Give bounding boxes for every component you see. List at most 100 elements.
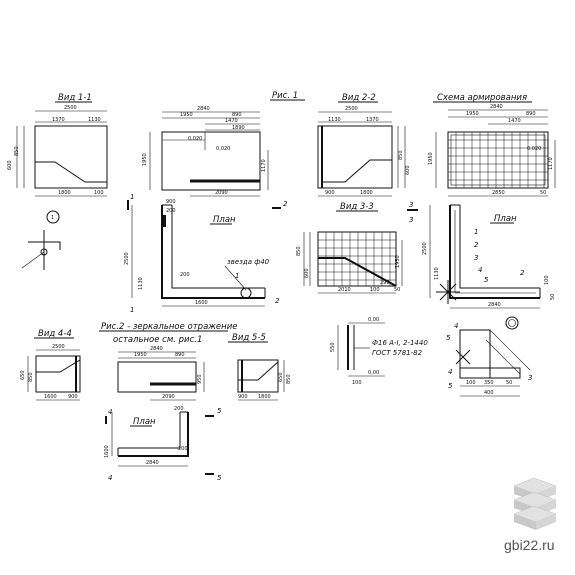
svg-text:1: 1 bbox=[130, 193, 134, 201]
svg-text:4: 4 bbox=[454, 322, 458, 330]
svg-text:1: 1 bbox=[474, 228, 478, 236]
svg-text:5: 5 bbox=[484, 276, 489, 284]
svg-text:1950: 1950 bbox=[180, 112, 193, 118]
title-vid22: Вид 2-2 bbox=[342, 93, 376, 103]
reinforcement-scheme: Схема армирования 2840 1950 890 1470 0,0… bbox=[428, 93, 556, 197]
svg-text:3: 3 bbox=[409, 201, 413, 209]
svg-text:100: 100 bbox=[544, 275, 550, 285]
view-3-3: Вид 3-3 850 600 2010 100 290 50 1950 bbox=[296, 202, 403, 294]
svg-text:1950: 1950 bbox=[395, 255, 401, 268]
svg-text:1170: 1170 bbox=[548, 157, 554, 170]
svg-text:1950: 1950 bbox=[466, 111, 479, 117]
svg-text:4: 4 bbox=[108, 474, 112, 482]
title-vid55: Вид 5-5 bbox=[232, 333, 266, 343]
title-plan2: План bbox=[494, 214, 517, 224]
svg-text:100: 100 bbox=[94, 190, 104, 196]
svg-text:50: 50 bbox=[540, 190, 546, 196]
svg-text:3: 3 bbox=[409, 216, 413, 224]
ris2-elevation: 2840 1950 890 950 2090 bbox=[117, 346, 205, 401]
title-ris2: Рис.2 - зеркальное отражение bbox=[101, 322, 237, 332]
svg-text:5: 5 bbox=[217, 407, 222, 415]
svg-text:850: 850 bbox=[14, 146, 20, 156]
svg-text:890: 890 bbox=[526, 111, 536, 117]
svg-text:2500: 2500 bbox=[124, 252, 130, 265]
svg-text:ГОСТ 5781-82: ГОСТ 5781-82 bbox=[372, 349, 423, 357]
svg-text:2090: 2090 bbox=[215, 190, 228, 196]
title-plan3: План bbox=[133, 417, 156, 427]
svg-text:звезда ф40: звезда ф40 bbox=[227, 258, 270, 266]
svg-text:650: 650 bbox=[278, 372, 284, 382]
svg-text:2090: 2090 bbox=[162, 394, 175, 400]
svg-text:600: 600 bbox=[7, 160, 13, 170]
svg-text:4: 4 bbox=[478, 266, 482, 274]
svg-text:2840: 2840 bbox=[490, 104, 503, 110]
svg-text:2010: 2010 bbox=[338, 287, 351, 293]
svg-text:1470: 1470 bbox=[225, 118, 238, 124]
svg-text:100: 100 bbox=[370, 287, 380, 293]
svg-text:50: 50 bbox=[550, 294, 556, 300]
svg-text:1170: 1170 bbox=[261, 159, 267, 172]
plan-1: План 1 2 звезда ф40 2500 1130 900 200 20… bbox=[124, 193, 288, 314]
svg-text:350: 350 bbox=[484, 380, 494, 386]
svg-text:200: 200 bbox=[180, 272, 190, 278]
bar-detail: 0,00 550 Ф16 А-I, 2-1440 ГОСТ 5781-82 0,… bbox=[330, 317, 428, 386]
svg-text:650: 650 bbox=[20, 370, 26, 380]
svg-text:50: 50 bbox=[394, 287, 400, 293]
svg-text:2850: 2850 bbox=[492, 190, 505, 196]
svg-text:1950: 1950 bbox=[142, 153, 148, 166]
svg-text:550: 550 bbox=[330, 342, 336, 352]
watermark-site: gbi22.ru bbox=[504, 537, 555, 553]
svg-text:5: 5 bbox=[448, 382, 453, 390]
title-ris1: Рис. 1 bbox=[272, 91, 298, 101]
title-vid33: Вид 3-3 bbox=[340, 202, 374, 212]
svg-text:2: 2 bbox=[275, 297, 280, 305]
corner-detail: 4 5 4 5 3 350 400 100 50 bbox=[446, 316, 532, 397]
svg-text:0,020: 0,020 bbox=[216, 146, 230, 152]
stacked-slabs-icon bbox=[513, 477, 557, 530]
svg-text:890: 890 bbox=[175, 352, 185, 358]
view-2-2: Вид 2-2 2500 1130 1370 850 600 900 1800 bbox=[317, 93, 411, 197]
view-5-5: Вид 5-5 650 850 900 1800 bbox=[228, 333, 292, 401]
svg-text:1800: 1800 bbox=[360, 190, 373, 196]
svg-text:900: 900 bbox=[325, 190, 335, 196]
title-scheme: Схема армирования bbox=[437, 93, 527, 103]
subtitle-ris2: остальное см. рис.1 bbox=[113, 335, 202, 345]
svg-text:5: 5 bbox=[446, 334, 451, 342]
svg-text:1370: 1370 bbox=[52, 117, 65, 123]
svg-text:1950: 1950 bbox=[428, 152, 434, 165]
svg-text:900: 900 bbox=[68, 394, 78, 400]
svg-text:900: 900 bbox=[166, 199, 176, 205]
svg-text:2: 2 bbox=[520, 269, 525, 277]
svg-text:0,00: 0,00 bbox=[368, 370, 379, 376]
ris1-elevation: 2840 1950 890 1470 1890 0,020 0,020 1950… bbox=[142, 106, 269, 197]
svg-text:1600: 1600 bbox=[44, 394, 57, 400]
svg-text:0,00: 0,00 bbox=[368, 317, 379, 323]
svg-text:1370: 1370 bbox=[366, 117, 379, 123]
svg-text:2500: 2500 bbox=[64, 105, 77, 111]
svg-text:2500: 2500 bbox=[345, 106, 358, 112]
svg-text:2: 2 bbox=[283, 200, 288, 208]
svg-text:2840: 2840 bbox=[488, 302, 501, 308]
svg-text:290: 290 bbox=[380, 280, 390, 286]
detail-1: 1 bbox=[21, 210, 61, 270]
svg-text:850: 850 bbox=[296, 246, 302, 256]
svg-text:850: 850 bbox=[28, 372, 34, 382]
svg-text:2500: 2500 bbox=[52, 344, 65, 350]
svg-text:850: 850 bbox=[286, 374, 292, 384]
svg-text:3: 3 bbox=[474, 254, 478, 262]
svg-text:950: 950 bbox=[197, 374, 203, 384]
svg-text:2: 2 bbox=[474, 241, 479, 249]
svg-text:1130: 1130 bbox=[138, 277, 144, 290]
svg-text:Ф16 А-I, 2-1440: Ф16 А-I, 2-1440 bbox=[372, 339, 428, 347]
svg-text:1130: 1130 bbox=[88, 117, 101, 123]
view-1-1: Вид 1-1 2500 1370 1130 850 600 1800 100 bbox=[7, 93, 108, 197]
plan-3: План 4 5 200 200 1600 2840 4 5 bbox=[104, 406, 222, 482]
svg-text:1600: 1600 bbox=[195, 300, 208, 306]
svg-text:3: 3 bbox=[528, 374, 532, 382]
svg-text:1: 1 bbox=[51, 215, 54, 221]
svg-text:600: 600 bbox=[405, 165, 411, 175]
svg-text:4: 4 bbox=[448, 368, 452, 376]
svg-text:4: 4 bbox=[108, 408, 112, 416]
